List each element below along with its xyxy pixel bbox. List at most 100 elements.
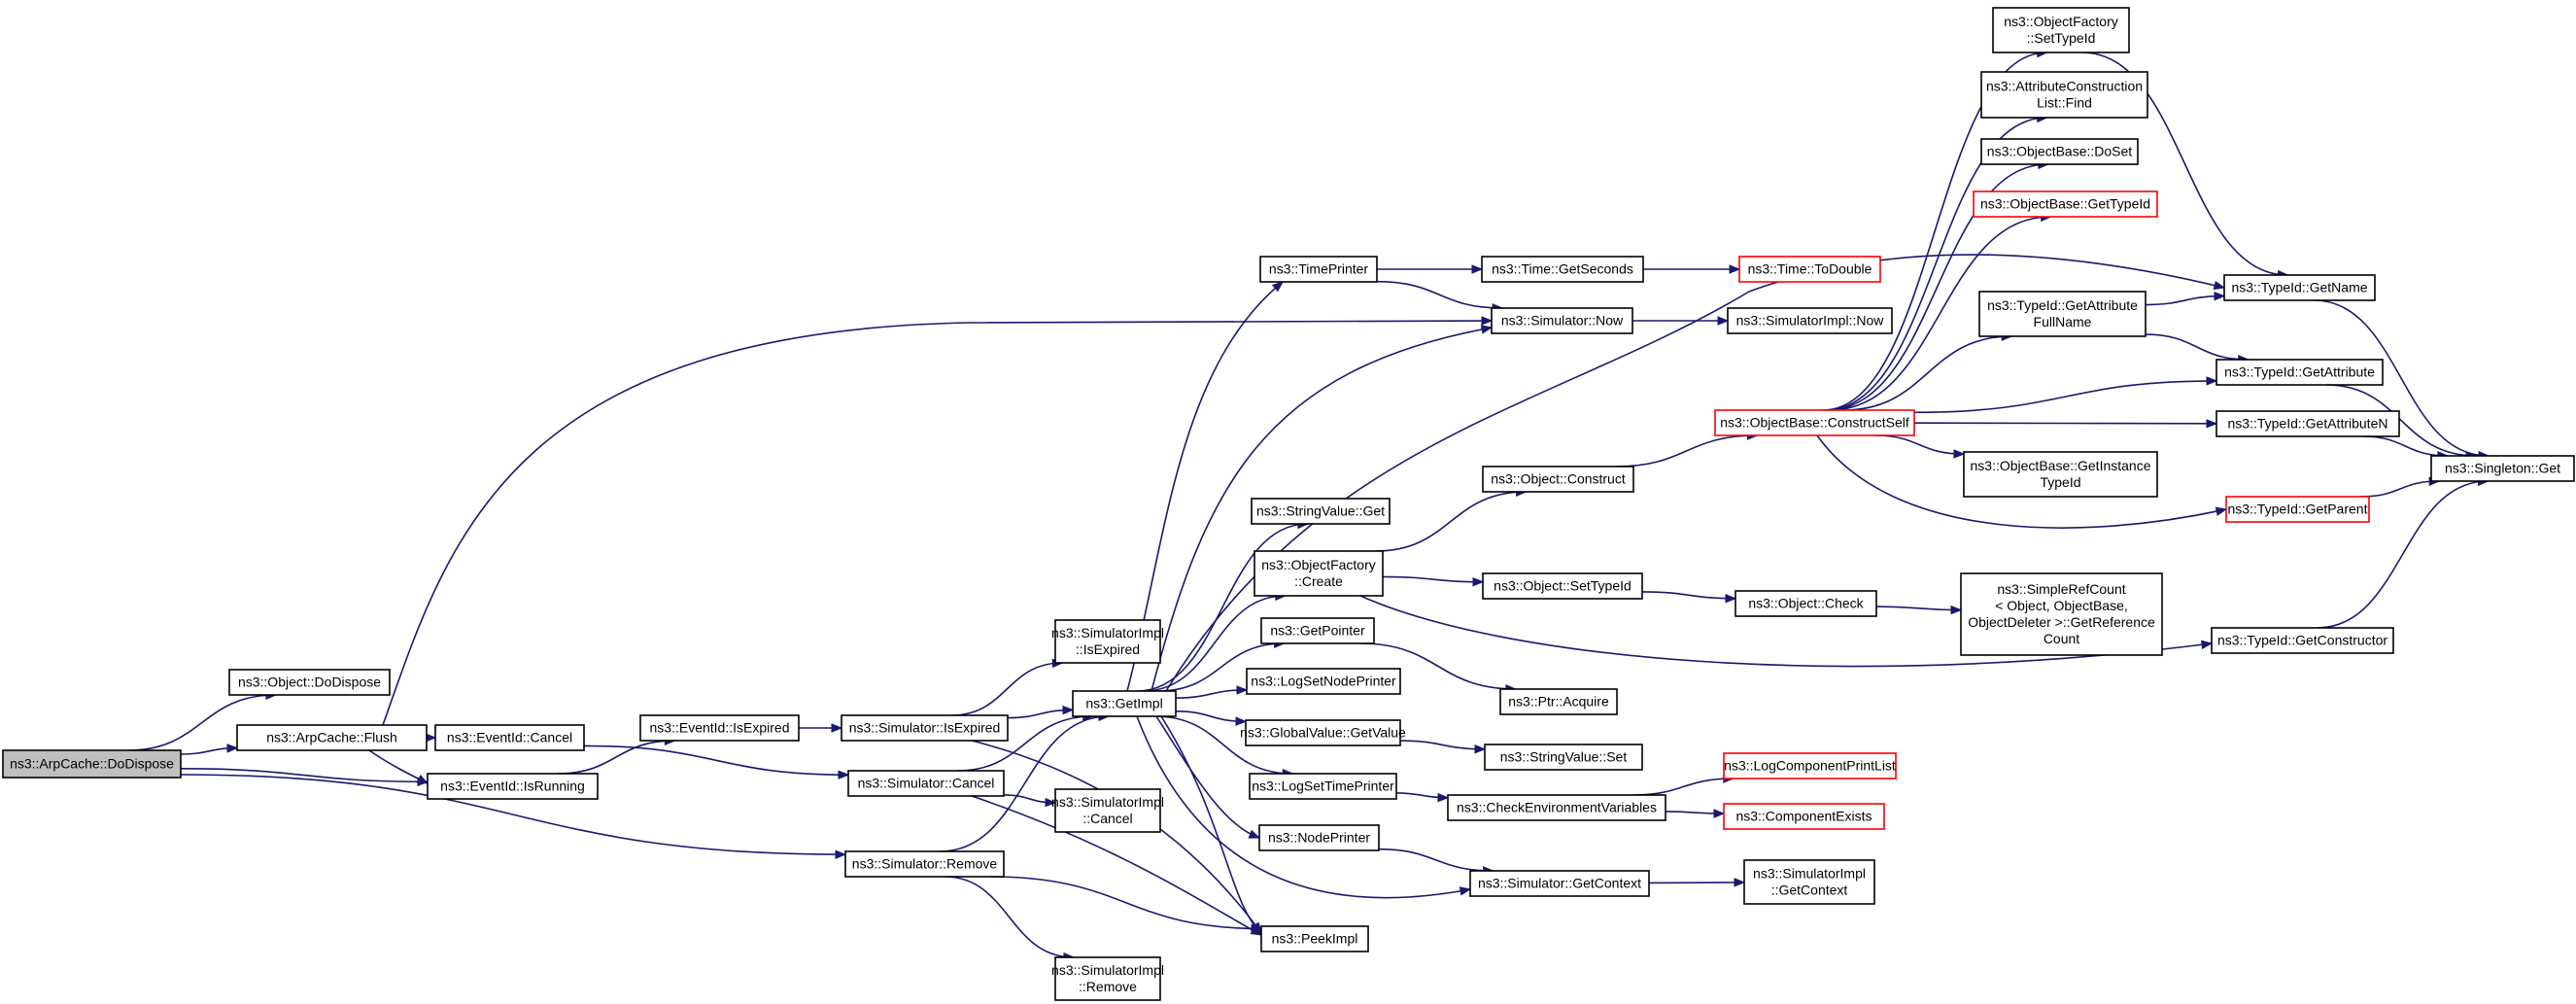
node-label: ns3::TypeId::GetName — [2231, 279, 2367, 294]
node-n47[interactable]: ns3::TypeId::GetParent — [2225, 496, 2370, 523]
node-box — [2223, 274, 2376, 301]
edge-n17-n26 — [1360, 642, 1516, 690]
node-n30[interactable]: ns3::Time::ToDouble — [1738, 256, 1881, 283]
node-n19[interactable]: ns3::GlobalValue::GetValue — [1240, 719, 1406, 746]
node-n40[interactable]: ns3::ObjectBase::GetTypeId — [1973, 190, 2158, 218]
node-n45[interactable]: ns3::TypeId::GetAttribute — [2215, 359, 2384, 386]
node-n21[interactable]: ns3::NodePrinter — [1258, 824, 1380, 851]
arrowhead-n25-n33 — [1725, 593, 1737, 604]
edge-n12-n15 — [1137, 523, 1308, 692]
node-box — [1973, 190, 2158, 218]
node-label: ns3::StringValue::Set — [1500, 748, 1628, 764]
node-n37[interactable]: ns3::ObjectFactory::SetTypeId — [1992, 7, 2130, 53]
node-n49[interactable]: ns3::Singleton::Get — [2430, 455, 2575, 482]
edge-n25-n33 — [1641, 591, 1736, 600]
node-label: ns3::Object::DoDispose — [238, 674, 381, 689]
node-label: ns3::NodePrinter — [1268, 829, 1370, 845]
node-n10[interactable]: ns3::SimulatorImpl::Cancel — [1051, 788, 1164, 833]
edge-n47-n49 — [2360, 480, 2440, 498]
node-n11[interactable]: ns3::SimulatorImpl::Remove — [1051, 956, 1164, 1001]
edge-n0-n4 — [180, 774, 846, 856]
node-n5[interactable]: ns3::EventId::Cancel — [434, 724, 585, 751]
node-n33[interactable]: ns3::Object::Check — [1735, 590, 1877, 617]
node-n22[interactable]: ns3::Time::GetSeconds — [1481, 256, 1644, 283]
node-n31[interactable]: ns3::SimulatorImpl::Now — [1727, 307, 1893, 334]
node-n27[interactable]: ns3::StringValue::Set — [1484, 744, 1643, 771]
node-box — [1054, 619, 1161, 664]
node-box — [1481, 256, 1644, 283]
node-n7[interactable]: ns3::EventId::IsExpired — [639, 714, 800, 742]
node-label: ns3::SimulatorImpl — [1753, 865, 1866, 881]
node-n34[interactable]: ns3::LogComponentPrintList — [1723, 752, 1897, 779]
node-box — [1249, 773, 1397, 800]
node-n48[interactable]: ns3::TypeId::GetConstructor — [2211, 627, 2394, 654]
node-box — [1963, 451, 2158, 498]
node-n24[interactable]: ns3::Object::Construct — [1482, 466, 1634, 493]
node-n15[interactable]: ns3::StringValue::Get — [1251, 498, 1391, 525]
node-label: ns3::Simulator::Remove — [852, 855, 998, 871]
node-n25[interactable]: ns3::Object::SetTypeId — [1482, 572, 1643, 600]
node-n2[interactable]: ns3::ArpCache::Flush — [236, 724, 428, 751]
node-n28[interactable]: ns3::CheckEnvironmentVariables — [1447, 794, 1666, 821]
node-box — [639, 714, 800, 742]
node-label: ns3::LogComponentPrintList — [1724, 757, 1896, 773]
node-n32[interactable]: ns3::ObjectBase::ConstructSelf — [1714, 409, 1915, 436]
node-n43[interactable]: ns3::SimpleRefCount< Object, ObjectBase,… — [1960, 572, 2163, 656]
node-box — [1723, 803, 1885, 830]
node-n12[interactable]: ns3::GetImpl — [1072, 690, 1177, 717]
edge-n12-n19 — [1175, 710, 1247, 723]
node-box — [1491, 307, 1633, 334]
node-n17[interactable]: ns3::GetPointer — [1260, 617, 1375, 644]
node-n9[interactable]: ns3::SimulatorImpl::IsExpired — [1051, 619, 1164, 664]
node-n23[interactable]: ns3::Simulator::Now — [1491, 307, 1633, 334]
node-n14[interactable]: ns3::TimePrinter — [1259, 256, 1378, 283]
node-n46[interactable]: ns3::TypeId::GetAttributeN — [2215, 410, 2400, 437]
node-n39[interactable]: ns3::ObjectBase::DoSet — [1980, 138, 2139, 165]
node-label: ns3::EventId::IsRunning — [440, 778, 585, 793]
node-n36[interactable]: ns3::SimulatorImpl::GetContext — [1743, 859, 1875, 905]
edge-n5-n6 — [583, 744, 849, 777]
node-label: ::Remove — [1079, 979, 1137, 994]
node-box — [2215, 359, 2384, 386]
edge-n21-n29 — [1378, 848, 1494, 872]
node-label: ns3::ObjectBase::GetInstance — [1971, 458, 2151, 473]
node-n16[interactable]: ns3::ObjectFactory::Create — [1254, 550, 1384, 597]
node-n26[interactable]: ns3::Ptr::Acquire — [1499, 688, 1618, 715]
edge-n19-n27 — [1399, 740, 1486, 750]
node-n44[interactable]: ns3::TypeId::GetName — [2223, 274, 2376, 301]
node-label: ns3::EventId::IsExpired — [650, 719, 790, 735]
arrowhead-n5-n6 — [838, 770, 850, 779]
node-n8[interactable]: ns3::Simulator::IsExpired — [841, 714, 1009, 742]
node-n29[interactable]: ns3::Simulator::GetContext — [1469, 870, 1650, 897]
node-label: ns3::ArpCache::DoDispose — [10, 755, 174, 771]
node-n20[interactable]: ns3::LogSetTimePrinter — [1249, 773, 1397, 800]
edge-n4-n11 — [945, 876, 1074, 958]
node-label: ns3::SimulatorImpl — [1051, 794, 1164, 810]
node-label: ns3::ObjectBase::ConstructSelf — [1720, 414, 1909, 430]
node-n13[interactable]: ns3::PeekImpl — [1260, 925, 1369, 952]
edge-n41-n45 — [2145, 333, 2249, 361]
node-box — [1960, 572, 2163, 656]
node-box — [1245, 719, 1401, 746]
node-n4[interactable]: ns3::Simulator::Remove — [844, 850, 1005, 878]
node-n35[interactable]: ns3::ComponentExists — [1723, 803, 1885, 830]
node-label: ns3::CheckEnvironmentVariables — [1457, 799, 1657, 814]
edge-n0-n3 — [180, 768, 429, 783]
node-label: ns3::ObjectFactory — [1261, 557, 1376, 572]
node-n1[interactable]: ns3::Object::DoDispose — [228, 669, 391, 696]
node-n18[interactable]: ns3::LogSetNodePrinter — [1246, 668, 1401, 695]
node-box — [1980, 71, 2148, 119]
edge-n45-n49 — [2325, 384, 2477, 457]
node-box — [1447, 794, 1666, 821]
arrowhead-n12-n18 — [1236, 685, 1249, 695]
node-n6[interactable]: ns3::Simulator::Cancel — [847, 770, 1005, 797]
nodes-layer: ns3::ArpCache::DoDispose ns3::Object::DoD… — [2, 7, 2575, 1001]
node-label: ns3::GetImpl — [1085, 695, 1162, 710]
node-label: Count — [2044, 631, 2079, 646]
node-n3[interactable]: ns3::EventId::IsRunning — [427, 773, 599, 800]
node-label: ::SetTypeId — [2027, 30, 2096, 46]
